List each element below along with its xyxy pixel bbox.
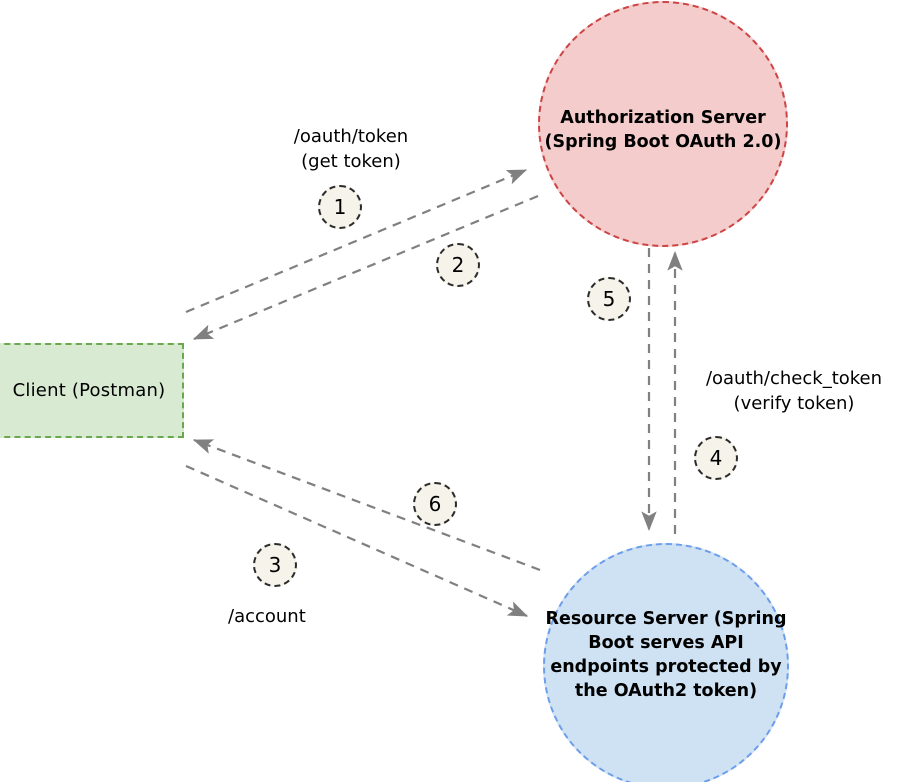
node-client[interactable]: Client (Postman): [0, 343, 184, 438]
step-badge-6[interactable]: 6: [413, 482, 457, 526]
edge-label-account: /account: [228, 606, 306, 627]
edge-1-client-to-auth: [185, 168, 528, 314]
node-client-label: Client (Postman): [12, 380, 166, 401]
edge-6-resource-to-client: [192, 438, 541, 572]
edge-2-auth-to-client: [192, 194, 539, 341]
edge-label-oauth-check-token: /oauth/check_token (verify token): [705, 368, 883, 414]
node-authorization-server[interactable]: Authorization Server (Spring Boot OAuth …: [538, 1, 788, 247]
step-badge-1[interactable]: 1: [318, 185, 362, 229]
node-resource-server-label: Resource Server (Spring Boot serves API …: [545, 609, 787, 701]
node-resource-server[interactable]: Resource Server (Spring Boot serves API …: [543, 543, 789, 782]
step-badge-5[interactable]: 5: [587, 277, 631, 321]
edge-3-client-to-resource: [185, 464, 529, 618]
step-badge-3[interactable]: 3: [253, 543, 297, 587]
node-authorization-server-label: Authorization Server (Spring Boot OAuth …: [544, 108, 782, 152]
edge-label-oauth-token: /oauth/token (get token): [293, 126, 409, 172]
step-badge-4[interactable]: 4: [694, 436, 738, 480]
step-badge-2[interactable]: 2: [436, 243, 480, 287]
